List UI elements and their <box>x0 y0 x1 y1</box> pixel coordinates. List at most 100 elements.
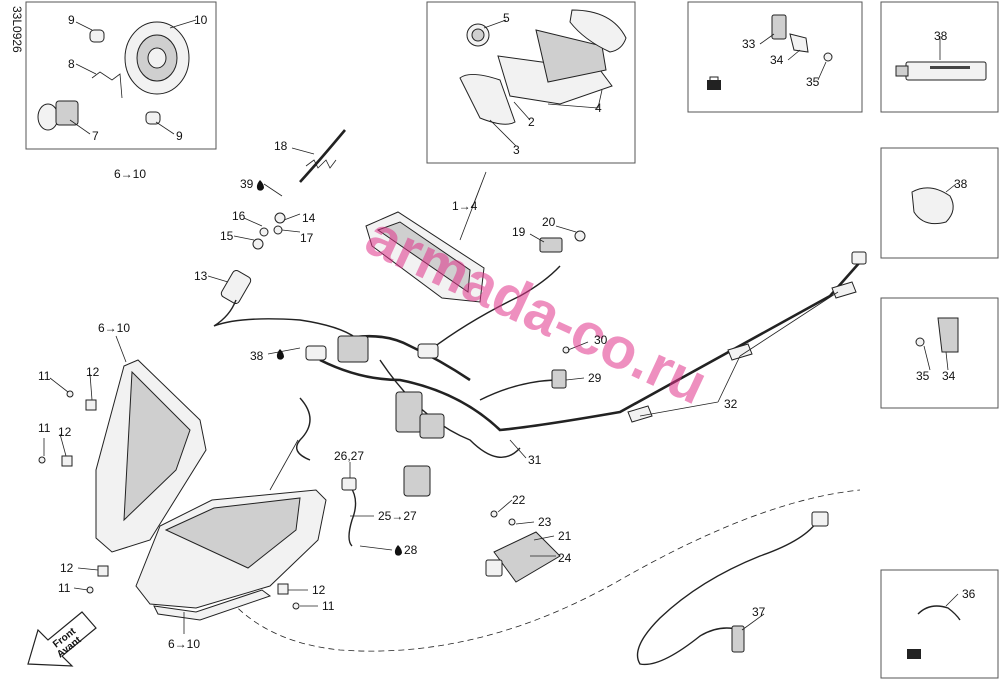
callout-32: 32 <box>724 397 738 411</box>
callout-38: 38 <box>250 349 264 363</box>
callout-13: 13 <box>194 269 208 283</box>
lubricant-drop-icon <box>276 349 284 360</box>
tag-32b <box>727 343 753 361</box>
speedometer-cable <box>299 129 346 183</box>
callout-11: 11 <box>38 369 51 383</box>
callout-37: 37 <box>752 605 766 619</box>
callout-19: 19 <box>512 225 526 239</box>
callout-6-10: 6→10 <box>98 321 130 335</box>
control-module <box>485 531 561 583</box>
callout-1-4: 1→4 <box>452 199 478 213</box>
bolt-22 <box>490 510 498 518</box>
callout-31: 31 <box>528 453 542 467</box>
callout-35: 35 <box>916 369 930 383</box>
lubricant-drop-icon <box>256 180 264 191</box>
diagram-code: 33L0926 <box>10 6 24 53</box>
sensor-wire <box>213 299 357 339</box>
callout-25-27: 25→27 <box>378 509 417 523</box>
tool-kit-icon <box>707 76 721 90</box>
callout-11: 11 <box>38 421 51 435</box>
callout-12: 12 <box>58 425 72 439</box>
routing-path <box>203 489 861 652</box>
gauge-gasket <box>569 9 627 53</box>
callout-8: 8 <box>68 57 75 71</box>
long-cable-37 <box>636 519 819 666</box>
callout-12: 12 <box>60 561 74 575</box>
spring-clip <box>91 71 123 99</box>
callout-34: 34 <box>942 369 956 383</box>
callout-9: 9 <box>68 13 75 27</box>
bracket-part <box>771 14 809 53</box>
clip-part <box>915 317 959 353</box>
clamp-part <box>911 187 954 225</box>
sensor-cable-25 <box>348 485 357 547</box>
rubber-boot-bottom <box>145 111 161 125</box>
callout-4: 4 <box>595 101 602 115</box>
callout-17: 17 <box>300 231 314 245</box>
relay-part <box>539 237 563 253</box>
gauge-bezel <box>459 74 516 125</box>
tool-kit-icon <box>907 649 921 659</box>
callout-36: 36 <box>962 587 976 601</box>
callout-24: 24 <box>558 551 572 565</box>
callout-10: 10 <box>194 13 208 27</box>
lubricant-drop-icon <box>394 545 402 556</box>
inset-box-cable <box>880 569 999 679</box>
clip-12c <box>97 565 109 577</box>
callout-18: 18 <box>274 139 288 153</box>
callout-11: 11 <box>322 599 335 613</box>
bulb-socket <box>574 230 586 242</box>
inset-box-headlamp-bulb <box>25 1 217 150</box>
short-cable <box>917 605 961 621</box>
callout-38: 38 <box>934 29 948 43</box>
connector-37 <box>811 511 829 527</box>
callout-21: 21 <box>558 529 572 543</box>
callout-12: 12 <box>86 365 100 379</box>
callout-2: 2 <box>528 115 535 129</box>
callout-20: 20 <box>542 215 556 229</box>
callout-9: 9 <box>176 129 183 143</box>
connector-26 <box>341 477 357 491</box>
front-arrow-icon: Front Avant <box>27 611 97 667</box>
callout-29: 29 <box>588 371 602 385</box>
screw-11d <box>292 602 300 610</box>
callout-35: 35 <box>806 75 820 89</box>
callout-6-10: 6→10 <box>114 167 146 181</box>
callout-3: 3 <box>513 143 520 157</box>
callout-14: 14 <box>302 211 316 225</box>
leader-lines <box>43 19 959 634</box>
callout-23: 23 <box>538 515 552 529</box>
washer-15 <box>252 238 264 250</box>
callout-15: 15 <box>220 229 234 243</box>
washer-23 <box>508 518 516 526</box>
callout-38: 38 <box>954 177 968 191</box>
bulb <box>37 100 79 131</box>
tag-32a <box>831 281 857 299</box>
tag-32c <box>627 405 653 423</box>
speedometer-gauge <box>466 23 490 47</box>
callout-26-27: 26,27 <box>334 449 364 463</box>
inset-box-clamp <box>880 147 999 259</box>
screw-11b <box>38 456 46 464</box>
switch-part <box>551 369 567 389</box>
watermark: armada-co.ru <box>357 203 718 417</box>
gauge-housing <box>535 29 607 83</box>
screw-11a <box>66 390 74 398</box>
sensor-37 <box>731 625 745 653</box>
callout-30: 30 <box>594 333 608 347</box>
callout-22: 22 <box>512 493 526 507</box>
washer-16 <box>259 227 269 237</box>
headlamp-reflector <box>124 21 190 95</box>
callout-11: 11 <box>58 581 71 595</box>
clip-12d <box>277 583 289 595</box>
inset-box-gauge <box>426 1 636 164</box>
clip-12a <box>85 399 97 411</box>
callout-12: 12 <box>312 583 326 597</box>
clip-12b <box>61 455 73 467</box>
callout-34: 34 <box>770 53 784 67</box>
spring-coil <box>305 159 337 169</box>
sensor-part <box>220 269 252 305</box>
callout-33: 33 <box>742 37 756 51</box>
washer-14 <box>274 212 286 224</box>
